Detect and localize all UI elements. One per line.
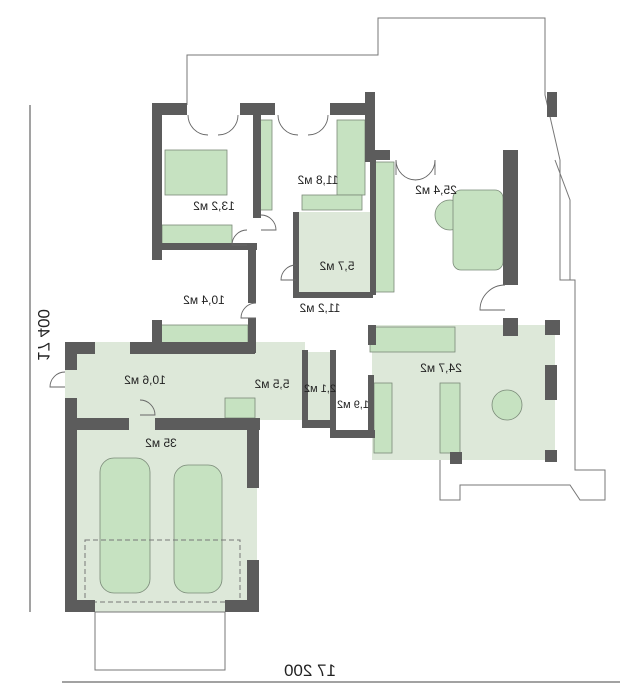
room-label-bedroom-1: 13,2 м2 xyxy=(193,199,235,213)
room-label-bedroom-2: 11,8 м2 xyxy=(297,173,338,187)
room-labels: 13,2 м2 11,8 м2 25,4 м2 5,7 м2 10,4 м2 1… xyxy=(124,173,462,450)
room-label-bathroom: 5,7 м2 xyxy=(319,259,354,273)
room-label-pantry: 1,9 м2 xyxy=(337,399,369,411)
room-label-utility-room: 10,6 м2 xyxy=(124,373,166,387)
room-label-hall: 11,2 м2 xyxy=(299,301,340,315)
room-label-garage: 35 м2 xyxy=(145,436,177,450)
floors xyxy=(65,212,555,671)
furniture xyxy=(84,119,523,603)
room-label-wc: 2,1 м2 xyxy=(304,383,336,395)
room-label-kitchen-dining: 24,7 м2 xyxy=(420,361,462,375)
dimension-lines: 17 200 17 400 xyxy=(29,105,620,683)
dimension-width: 17 200 xyxy=(284,661,336,680)
room-label-bedroom-3: 10,4 м2 xyxy=(183,293,225,307)
dimension-depth: 17 400 xyxy=(34,309,53,361)
walls xyxy=(65,92,560,612)
room-label-entrance-hall: 5,5 м2 xyxy=(254,377,289,391)
doors xyxy=(49,114,506,416)
terrace-outline xyxy=(186,17,606,501)
room-label-living-room: 25,4 м2 xyxy=(415,183,457,197)
